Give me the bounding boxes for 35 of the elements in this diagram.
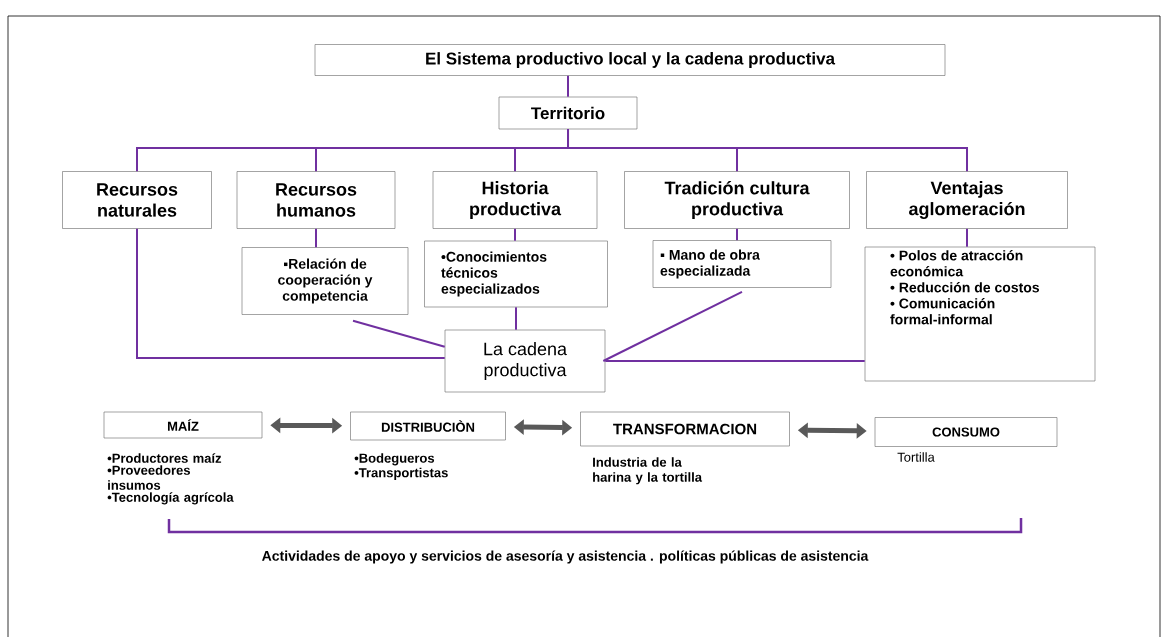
item-text: •Proveedores insumos [107,465,190,490]
stage-box: TRANSFORMACION [580,411,790,447]
stage-box: DISTRIBUCIÒN [350,411,506,441]
item-text: Industria de la harina y la tortilla [593,457,703,485]
footer-text: Actividades de apoyo y servicios de asesoría y asistencia . políticas públicas de asistencia [262,550,869,564]
detail-box: ▪ Mano de obra especializada [652,240,832,288]
category-box: Recursos humanos [236,171,396,229]
detail-box: •Conocimientos técnicos especializados [424,240,608,308]
detail-box: • Polos de atracción económica • Reducción de costos • Comunicación formal-informal [864,246,1096,382]
connector [515,306,517,331]
connector [352,319,446,348]
connector [567,74,569,98]
connector [136,227,446,359]
connector [604,360,866,362]
stage-box: CONSUMO [874,417,1058,447]
title-box: El Sistema productivo local y la cadena productiva [314,44,946,76]
item-text: •Tecnología agrícola [107,492,234,505]
category-box: Historia productiva [432,171,598,229]
item-text: Tortilla [897,452,935,462]
category-box: Ventajas aglomeración [866,171,1068,229]
center-box: La cadena productiva [444,329,606,393]
connector [514,227,516,242]
connector [315,227,317,249]
category-box: Recursos naturales [62,171,212,229]
connector [602,290,743,362]
item-text: •Transportistas [354,467,448,480]
connector [567,128,968,173]
category-box: Tradición cultura productiva [624,171,850,229]
connector [736,227,738,242]
heading-box: Territorio [498,96,638,130]
item-text: •Bodegueros [354,453,435,466]
item-text: •Productores maíz [107,453,222,463]
detail-box: ▪Relación de cooperación y competencia [241,247,409,315]
connector [966,227,968,248]
stage-box: MAÍZ [103,411,263,439]
